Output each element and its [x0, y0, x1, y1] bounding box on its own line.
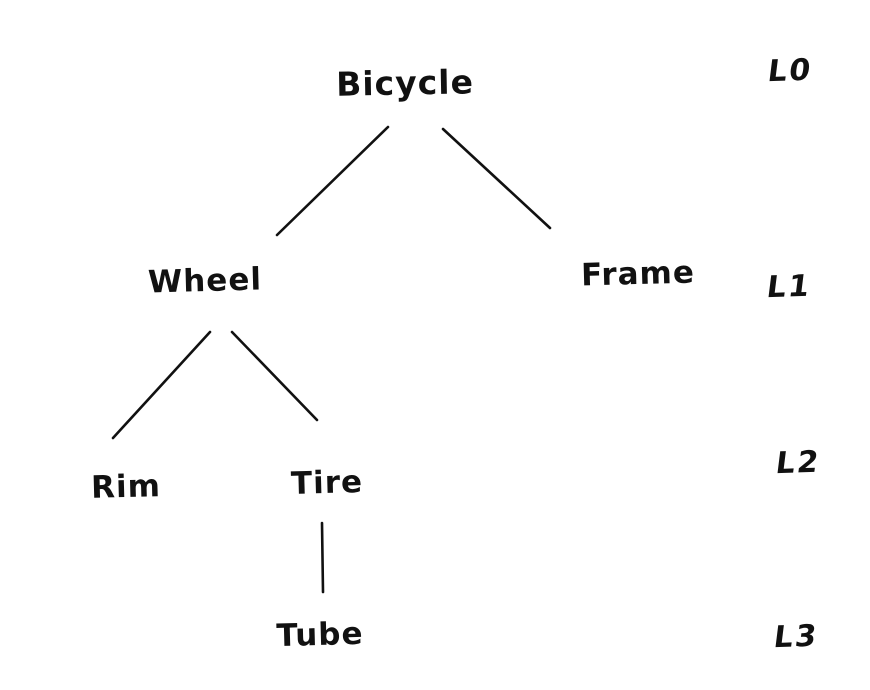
level-label-l2: L2: [773, 444, 823, 482]
node-bicycle: Bicycle: [335, 62, 475, 104]
edge-bicycle-frame: [441, 127, 552, 230]
edge-tire-tube: [320, 521, 325, 594]
node-tire: Tire: [290, 464, 364, 502]
node-rim: Rim: [90, 468, 162, 506]
edge-wheel-tire: [230, 330, 319, 422]
edge-wheel-rim: [111, 330, 212, 440]
node-tube: Tube: [276, 615, 364, 655]
level-label-l0: L0: [765, 52, 815, 90]
level-label-l1: L1: [764, 268, 814, 306]
edge-bicycle-wheel: [275, 125, 390, 237]
node-frame: Frame: [580, 254, 696, 294]
node-wheel: Wheel: [147, 261, 263, 301]
level-label-l3: L3: [771, 618, 821, 656]
